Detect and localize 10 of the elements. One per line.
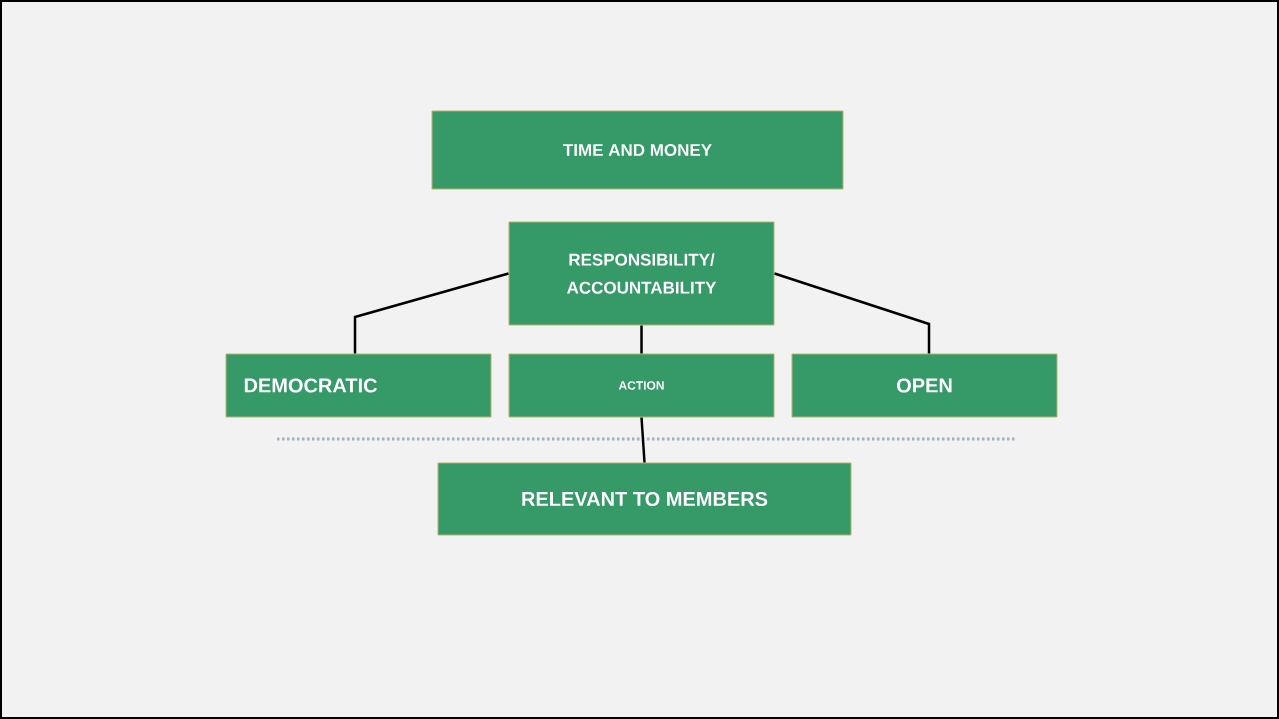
text-box: RESPONSIBILITY/ ACCOUNTABILITY xyxy=(508,221,775,326)
text-box: OPEN xyxy=(791,353,1058,418)
connector-line xyxy=(353,272,509,354)
connector-line xyxy=(774,272,931,354)
connector-line xyxy=(640,325,643,354)
connector-line xyxy=(640,417,646,463)
text-box: DEMOCRATIC xyxy=(225,353,492,418)
text-box: TIME AND MONEY xyxy=(431,110,844,190)
text-box: RELEVANT TO MEMBERS xyxy=(437,462,852,536)
text-box: ACTION xyxy=(508,353,775,418)
